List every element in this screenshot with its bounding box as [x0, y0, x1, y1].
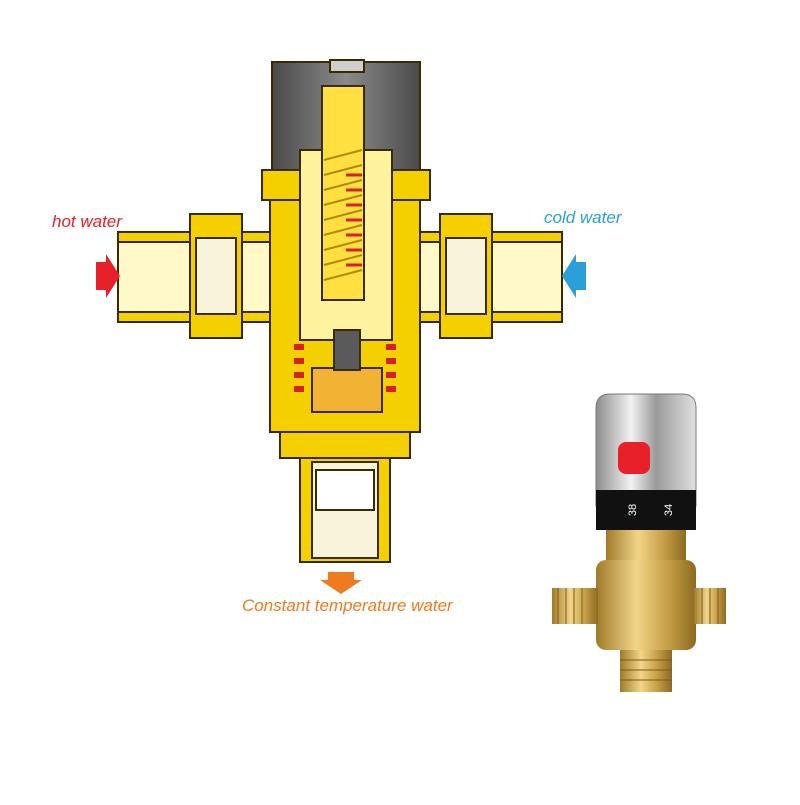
outlet-bore-highlight	[315, 469, 375, 511]
outlet-arrow	[320, 572, 362, 594]
left-thread	[552, 588, 598, 624]
red-indicator	[618, 442, 650, 474]
product-photo: 38 34	[552, 393, 726, 692]
upper-spring	[346, 173, 362, 267]
cold-inlet-bore	[445, 237, 487, 315]
spindle-threads	[323, 149, 363, 281]
bottom-thread-lines	[620, 659, 672, 681]
hot-inlet-bore	[195, 237, 237, 315]
constant-temperature-label: Constant temperature water	[242, 596, 453, 615]
thread-lines	[557, 588, 719, 624]
hot-water-label: hot water	[52, 212, 122, 231]
cap-screw	[329, 59, 365, 73]
cold-water-arrow	[562, 254, 586, 298]
dial-band	[596, 490, 696, 530]
dial-mark-38: 38	[627, 504, 639, 516]
hot-water-arrow	[96, 254, 120, 298]
piston	[333, 329, 361, 371]
bottom-thread	[620, 650, 672, 692]
brass-body	[596, 560, 696, 650]
outlet-collar	[279, 431, 411, 459]
cold-water-label: cold water	[544, 208, 622, 227]
cutaway-valve	[117, 59, 563, 563]
brass-neck	[606, 530, 686, 560]
thermostatic-element	[311, 367, 383, 413]
threaded-spindle	[321, 85, 365, 301]
lower-spring	[294, 344, 396, 392]
dial-mark-34: 34	[663, 504, 675, 516]
